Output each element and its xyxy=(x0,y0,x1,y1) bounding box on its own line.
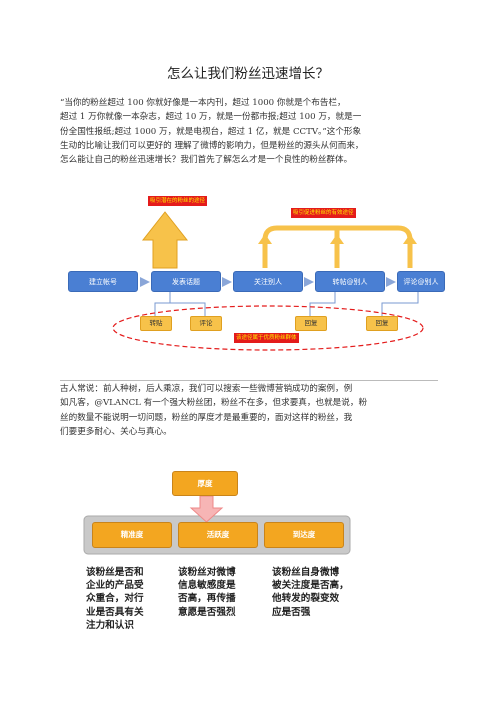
note-line: 业是否具有关 xyxy=(86,606,144,618)
note-line: 众重合，对行 xyxy=(86,593,144,605)
intro-line: 怎么能让自己的粉丝迅速增长？我们首先了解怎么才是一个良性的粉丝群体。 xyxy=(60,155,353,166)
intro-paragraph: “当你的粉丝超过 100 你就好像是一本内刊，超过 1000 你就是个布告栏， … xyxy=(60,96,364,167)
sub-box-repost: 转贴 xyxy=(140,316,172,331)
note-line: 该粉丝是否和 xyxy=(86,567,144,578)
note-line: 他转发的裂变效 xyxy=(272,593,340,605)
note-precision: 该粉丝是否和 企业的产品受 众重合，对行 业是否具有关 注力和认识 xyxy=(86,566,144,632)
step-repost-mention: 转帖@别人 xyxy=(315,271,385,292)
note-line: 被关注度是否高， xyxy=(272,580,349,592)
note-line: 企业的产品受 xyxy=(86,580,144,592)
step-post-topic: 发表话题 xyxy=(151,271,221,292)
note-reach: 该粉丝自身微博 被关注度是否高， 他转发的裂变效 应是否强 xyxy=(272,566,349,619)
intro-line: 生动的比喻让我们可以更好的 理解了微博的影响力，但是粉丝的源头从何而来， xyxy=(60,140,364,151)
sub-box-reply-1: 回复 xyxy=(295,316,327,331)
sub-box-comment: 评论 xyxy=(190,316,222,331)
step-follow-others: 关注别人 xyxy=(233,271,303,292)
page-title: 怎么让我们粉丝迅速增长？ xyxy=(167,66,329,82)
intro-line: “当你的粉丝超过 100 你就好像是一本内刊，超过 1000 你就是个布告栏， xyxy=(60,98,346,108)
proverb-line: 丝的数量不能说明一切问题，粉丝的厚度才是最重要的，面对这样的粉丝，我 xyxy=(60,412,353,423)
note-line: 应是否强 xyxy=(272,606,311,618)
quality-fans-ellipse xyxy=(112,305,424,351)
note-line: 意愿是否强烈 xyxy=(178,606,236,618)
divider xyxy=(60,380,438,381)
label-promote-fans: 吸引促进粉丝的有效途径 xyxy=(291,208,356,218)
thickness-item-activity: 活跃度 xyxy=(178,522,258,548)
note-line: 该粉丝对微博 xyxy=(178,567,236,578)
label-quality-fans: 该途径属于优质粉丝群体 xyxy=(234,333,299,343)
thickness-top-box: 厚度 xyxy=(172,471,238,496)
intro-line: 超过 1 万你就像一本杂志，超过 10 万，就是一份都市报;超过 100 万，就… xyxy=(60,112,362,123)
big-up-arrow-icon xyxy=(141,211,189,269)
proverb-paragraph: 古人常说：前人种树，后人乘凉，我们可以搜索一些微博营销成功的案例，例 如凡客，@… xyxy=(60,382,367,439)
note-line: 否高，再传播 xyxy=(178,593,236,605)
note-line: 信息敏感度是 xyxy=(178,580,236,592)
label-potential-fans: 吸引潜在的粉丝的途径 xyxy=(148,196,208,206)
down-arrow-icon xyxy=(189,495,224,523)
thickness-item-precision: 精准度 xyxy=(92,522,172,548)
step-create-account: 建立帐号 xyxy=(68,271,138,292)
thickness-item-reach: 到达度 xyxy=(264,522,344,548)
note-line: 注力和认识 xyxy=(86,619,134,631)
intro-line: 份全国性报纸;超过 1000 万，就是电视台，超过 1 亿，就是 CCTV。”这… xyxy=(60,126,362,137)
note-activity: 该粉丝对微博 信息敏感度是 否高，再传播 意愿是否强烈 xyxy=(178,566,236,619)
proverb-line: 如凡客，@VLANCL 有一个强大粉丝团，粉丝不在多，但求要真，也就是说，粉 xyxy=(60,398,368,409)
proverb-line: 古人常说：前人种树，后人乘凉，我们可以搜索一些微博营销成功的案例，例 xyxy=(60,384,353,394)
proverb-line: 们要更多耐心、关心与真心。 xyxy=(60,426,172,437)
sub-box-reply-2: 回复 xyxy=(366,316,398,331)
note-line: 该粉丝自身微博 xyxy=(272,567,340,578)
step-comment-mention: 评论@别人 xyxy=(397,271,445,292)
